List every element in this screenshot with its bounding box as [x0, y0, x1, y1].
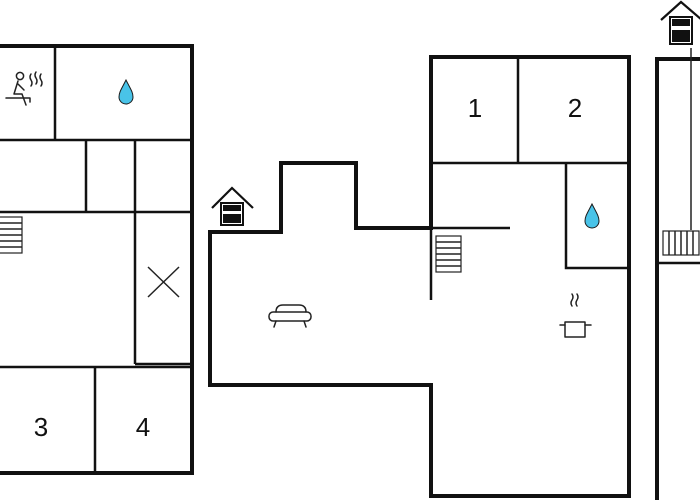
cooking-pot-icon	[559, 293, 592, 338]
stairs-icon-center	[435, 235, 462, 273]
wall-bathroom	[564, 163, 629, 270]
sofa-icon	[268, 304, 312, 328]
room-label-4: 4	[136, 412, 150, 442]
floor-right-outer-wall	[655, 57, 700, 500]
water-drop-icon-center	[584, 202, 600, 229]
stairs-icon-right	[662, 230, 700, 256]
floor-left-outer-wall	[0, 44, 194, 475]
sauna-icon	[5, 71, 43, 106]
floor-center: 1 2	[208, 55, 631, 498]
room-label-1: 1	[468, 93, 482, 123]
x-mark-icon	[147, 266, 180, 298]
floor-left: 3 4	[0, 44, 194, 475]
entrance-icon-right	[660, 0, 700, 45]
stairs-icon	[0, 216, 23, 254]
floor-center-outer-wall	[208, 55, 631, 498]
entrance-icon	[211, 186, 254, 226]
water-drop-icon	[118, 78, 134, 105]
room-label-2: 2	[568, 93, 582, 123]
floor-right	[655, 0, 700, 500]
room-label-3: 3	[34, 412, 48, 442]
